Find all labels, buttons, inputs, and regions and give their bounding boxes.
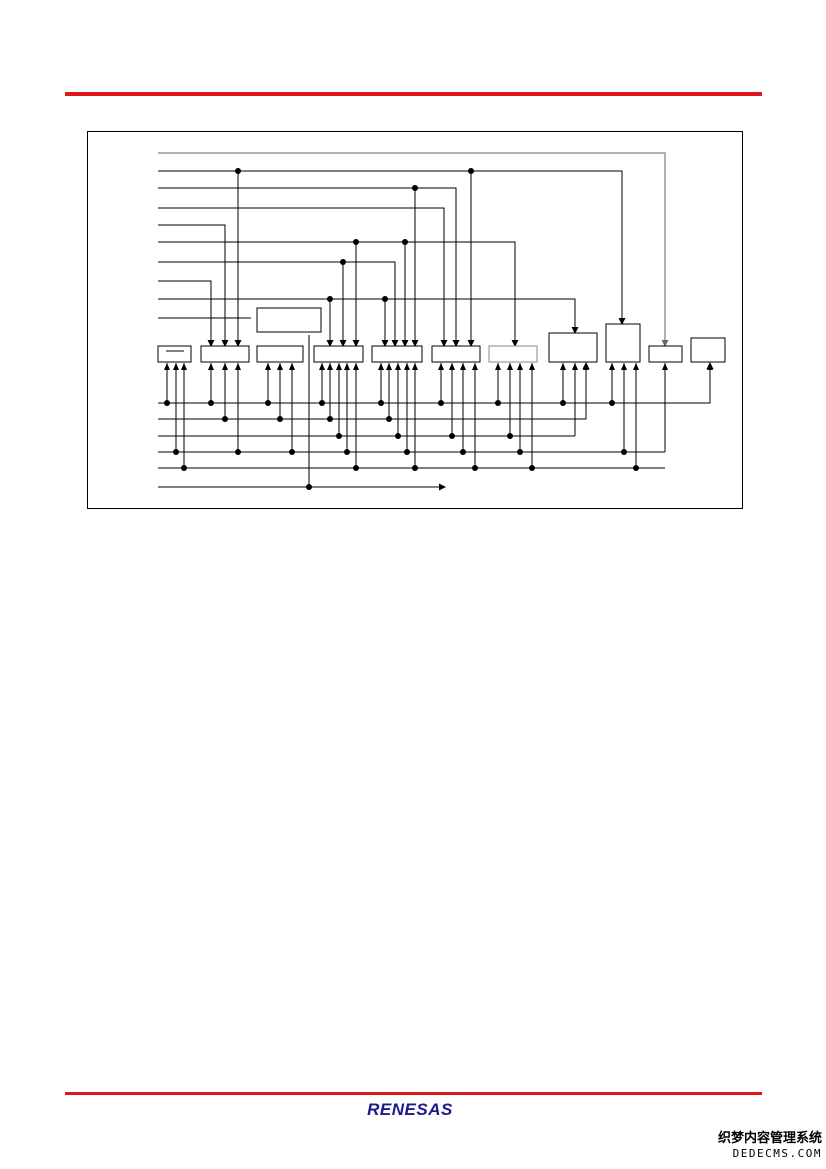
pin-arrow bbox=[173, 363, 179, 370]
pin-arrow bbox=[235, 363, 241, 370]
footer-rule bbox=[65, 1092, 762, 1095]
junction-dots bbox=[164, 168, 639, 490]
bus-line-2 bbox=[158, 170, 626, 325]
pin-arrow bbox=[495, 363, 501, 370]
pin-arrow bbox=[265, 363, 271, 370]
pin-arrow bbox=[404, 363, 410, 370]
pin-arrow bbox=[277, 363, 283, 370]
bus-line-1 bbox=[158, 152, 669, 347]
pin-arrow bbox=[336, 363, 342, 370]
module-box-3 bbox=[256, 345, 304, 363]
pin-arrow bbox=[164, 363, 170, 370]
module-box-6 bbox=[431, 345, 481, 363]
module-box-2 bbox=[200, 345, 250, 363]
module-box-10 bbox=[648, 345, 683, 363]
pin-arrow bbox=[449, 363, 455, 370]
logo-text: RENESAS bbox=[367, 1100, 453, 1119]
pin-arrow bbox=[633, 363, 639, 370]
pin-arrow bbox=[181, 363, 187, 370]
pin-arrow bbox=[327, 363, 333, 370]
pin-arrow bbox=[395, 363, 401, 370]
pin-arrow bbox=[662, 363, 668, 370]
bus-line-8 bbox=[158, 280, 215, 347]
central-box bbox=[256, 307, 322, 333]
pin-arrow bbox=[222, 363, 228, 370]
pin-arrow bbox=[319, 363, 325, 370]
module-box-8 bbox=[548, 332, 598, 363]
pin-arrow bbox=[609, 363, 615, 370]
module-box-5 bbox=[371, 345, 423, 363]
pin-arrow bbox=[472, 363, 478, 370]
bus-line-5 bbox=[158, 224, 229, 347]
pin-arrow bbox=[507, 363, 513, 370]
bus-line-7 bbox=[158, 261, 399, 347]
module-box-7 bbox=[488, 345, 538, 363]
module-box-1 bbox=[157, 345, 192, 363]
bottom-bus-2 bbox=[158, 362, 590, 420]
watermark-line2: DEDECMS.COM bbox=[732, 1147, 822, 1160]
pin-arrow bbox=[583, 363, 589, 370]
watermark: 织梦内容管理系统 DEDECMS.COM bbox=[718, 1132, 822, 1159]
pin-arrow bbox=[707, 363, 713, 370]
pin-arrow bbox=[529, 363, 535, 370]
pin-arrow bbox=[517, 363, 523, 370]
pin-arrow bbox=[412, 363, 418, 370]
pin-arrow bbox=[289, 363, 295, 370]
module-box-9 bbox=[605, 323, 641, 363]
header-rule bbox=[65, 92, 762, 96]
renesas-logo: RENESAS bbox=[340, 1100, 480, 1124]
bottom-bus-1 bbox=[158, 362, 714, 404]
module-box-11 bbox=[690, 337, 726, 363]
module-box-4 bbox=[313, 345, 364, 363]
pin-arrow bbox=[560, 363, 566, 370]
pin-arrow bbox=[460, 363, 466, 370]
pin-arrow bbox=[344, 363, 350, 370]
bus-line-3 bbox=[158, 187, 460, 347]
bus-line-4 bbox=[158, 207, 448, 347]
watermark-line1: 织梦内容管理系统 bbox=[717, 1131, 822, 1146]
pin-arrow bbox=[378, 363, 384, 370]
pin-arrow bbox=[208, 363, 214, 370]
pin-arrow bbox=[386, 363, 392, 370]
bus-line-9 bbox=[158, 298, 579, 334]
block-diagram-frame bbox=[87, 131, 743, 509]
pin-arrows bbox=[164, 363, 713, 370]
pin-arrow bbox=[438, 363, 444, 370]
pin-arrow bbox=[621, 363, 627, 370]
pin-arrow bbox=[353, 363, 359, 370]
pin-arrow bbox=[572, 363, 578, 370]
bus-line-6 bbox=[158, 241, 519, 347]
